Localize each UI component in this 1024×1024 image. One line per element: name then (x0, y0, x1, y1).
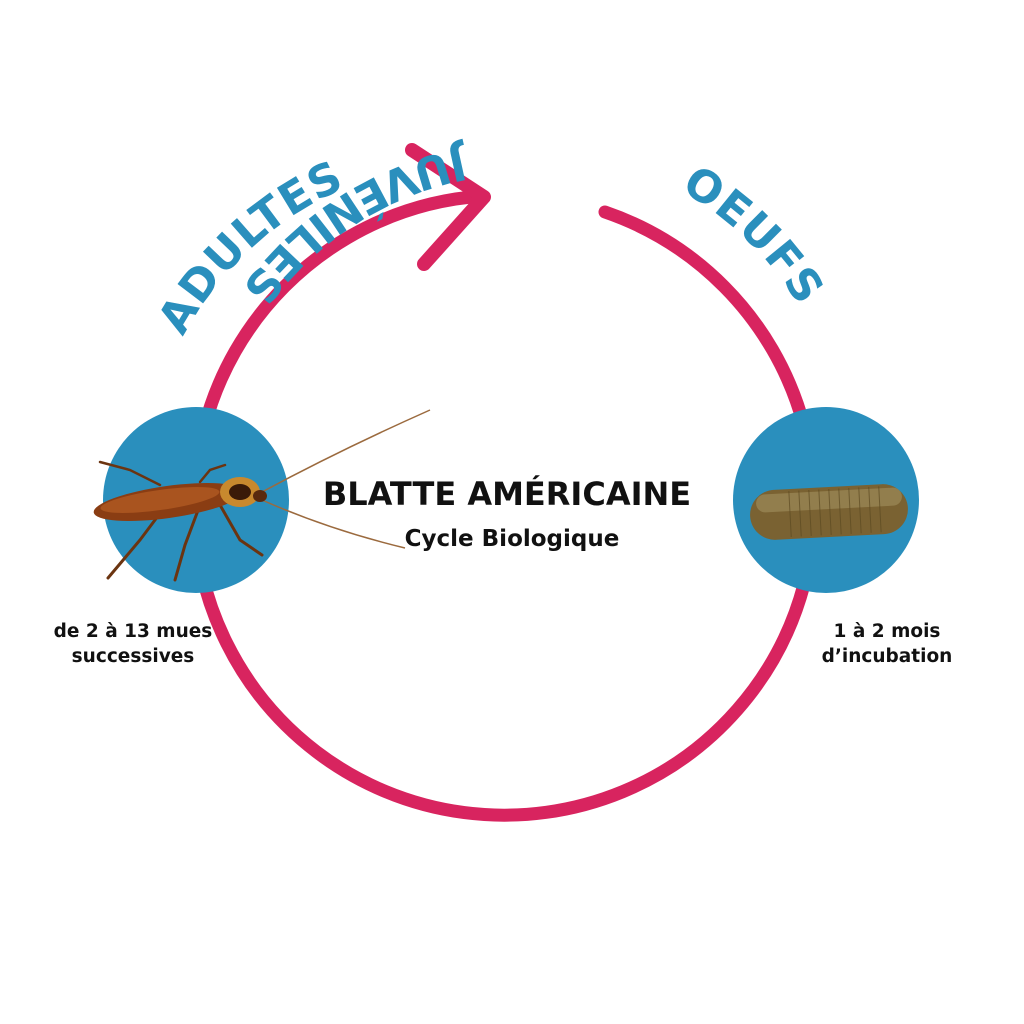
cockroach-illustration (93, 409, 431, 582)
incubation-note-line1: 1 à 2 mois (834, 621, 941, 642)
ootheca-egg-case-illustration (750, 484, 908, 540)
molts-note-line1: de 2 à 13 mues (54, 621, 213, 642)
diagram-subtitle: Cycle Biologique (405, 526, 620, 552)
incubation-note-line2: d’incubation (822, 646, 953, 667)
cycle-arrowhead (405, 143, 491, 271)
diagram-title: BLATTE AMÉRICAINE (323, 475, 691, 513)
stage-label-eggs: OEUFS (674, 156, 834, 313)
molts-note-line2: successives (72, 646, 195, 667)
